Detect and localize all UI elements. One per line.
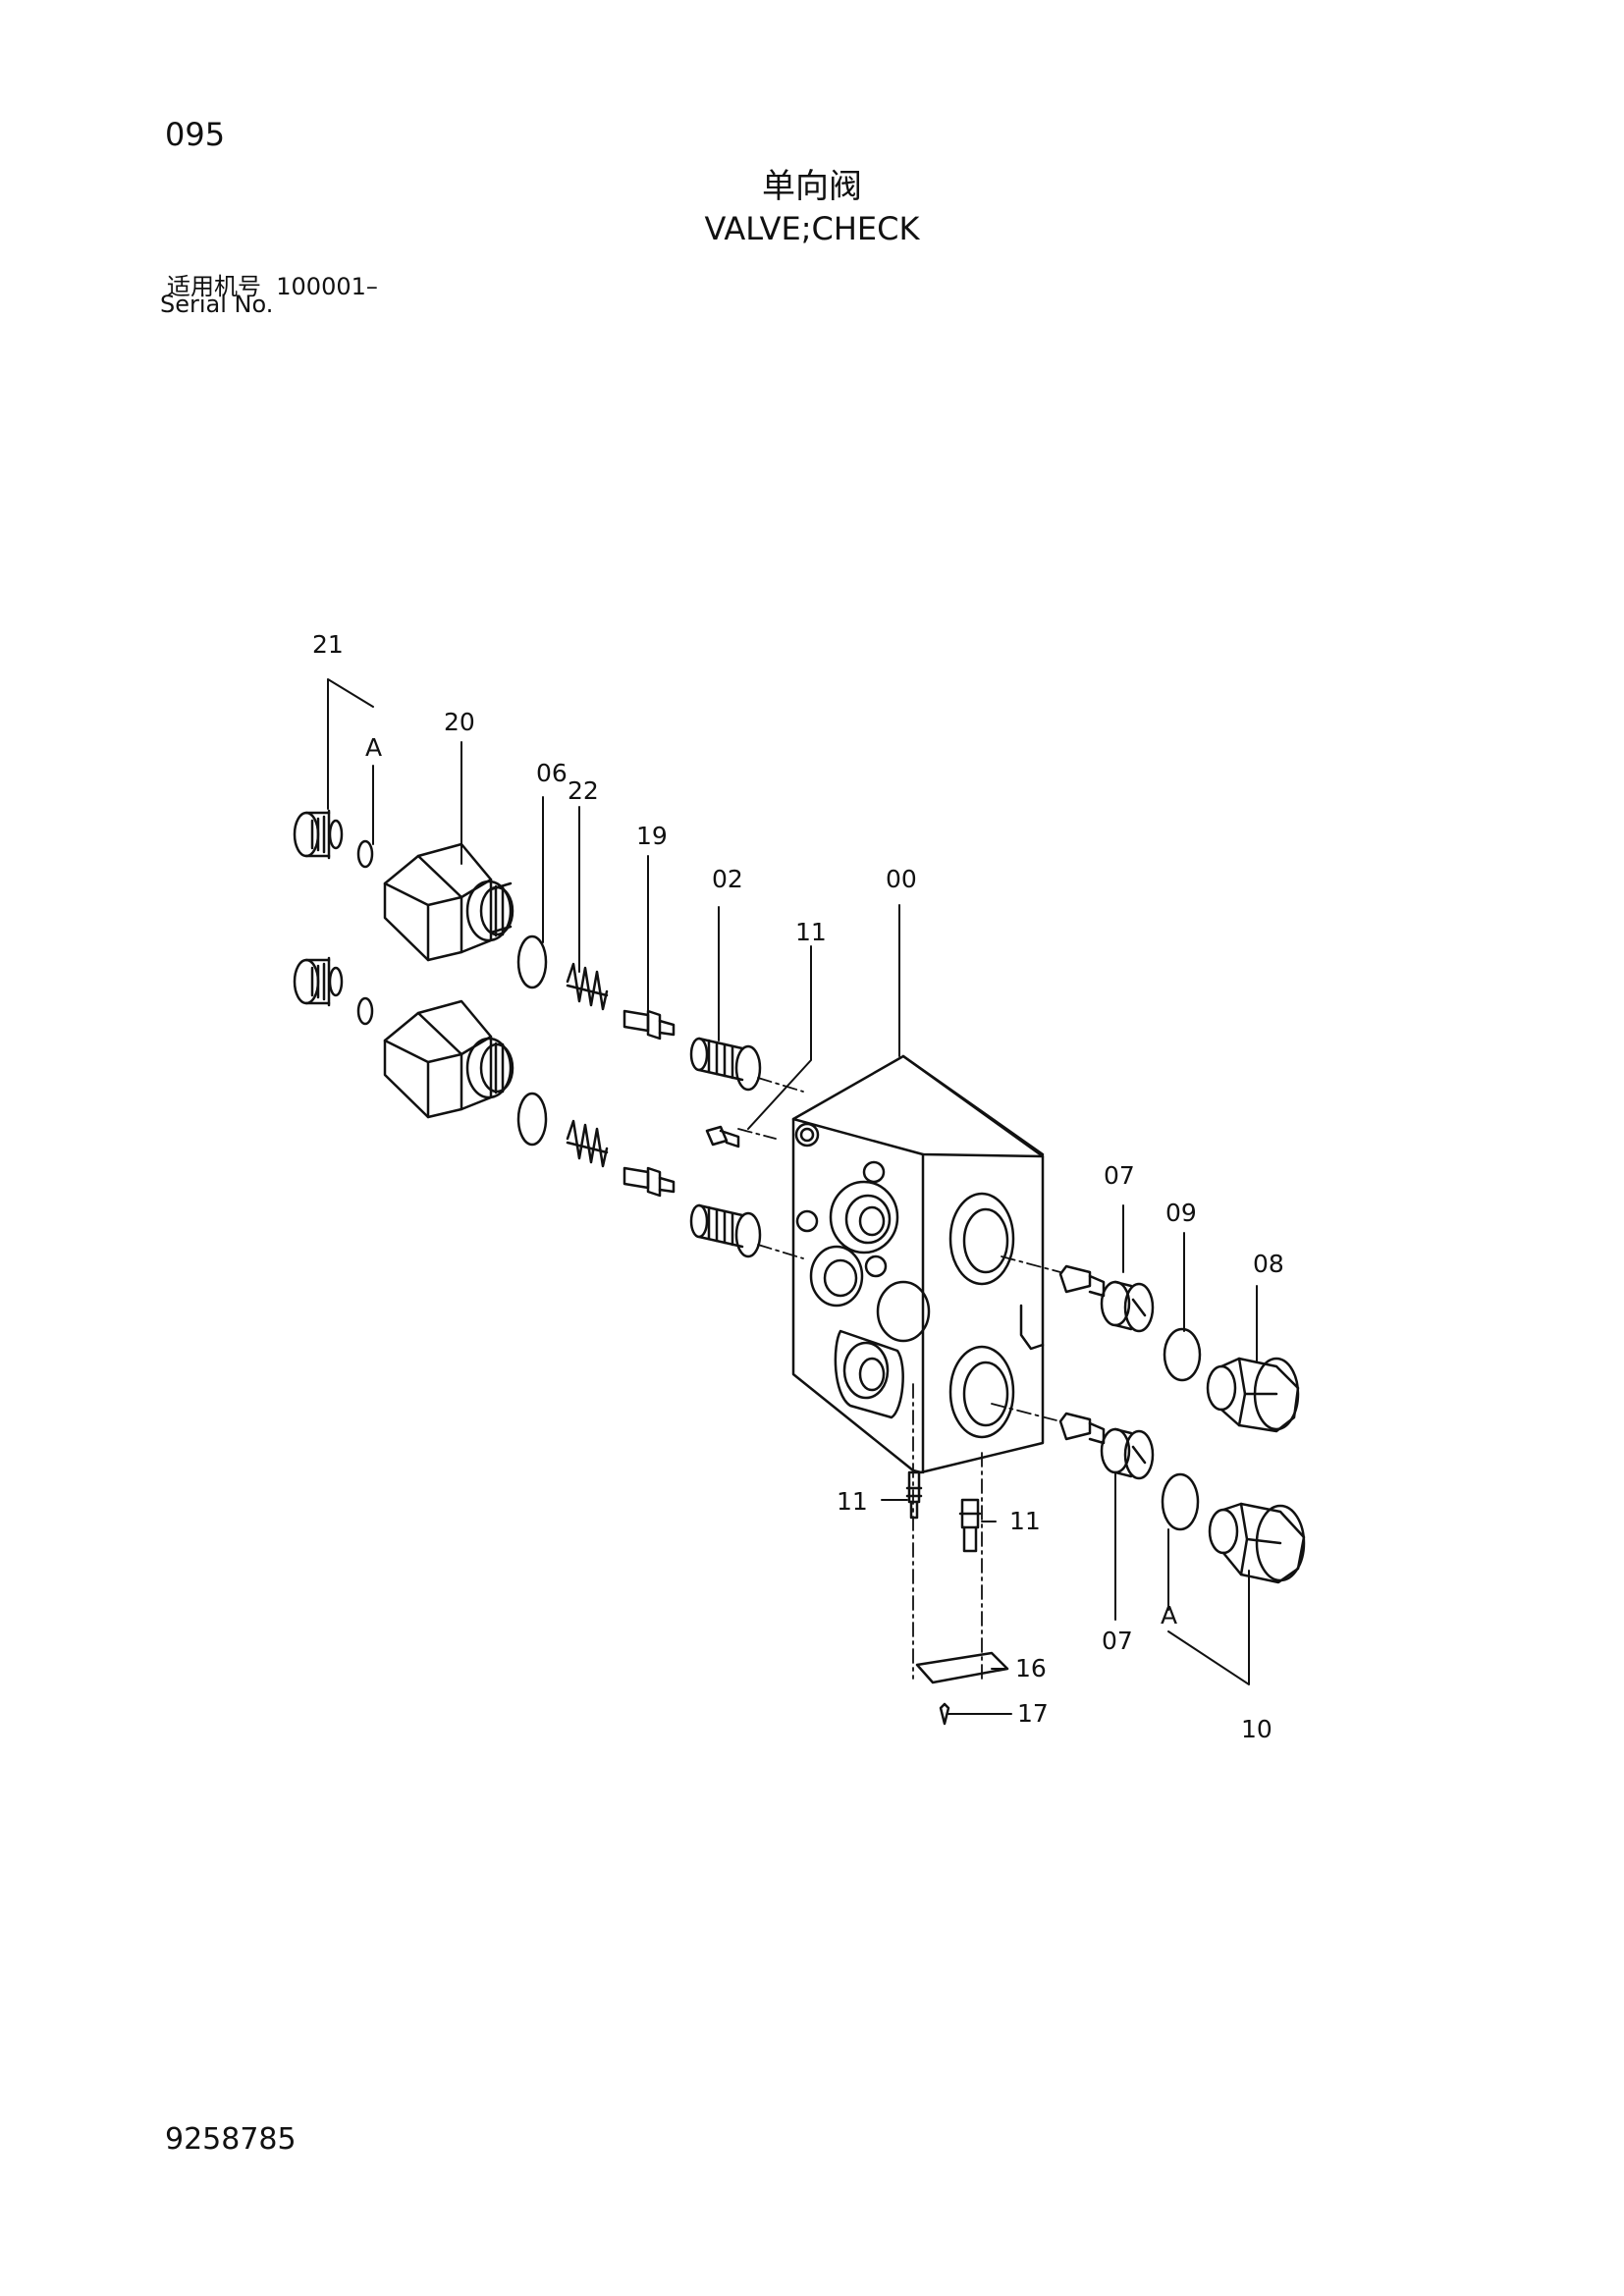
callout-11-left: 11 xyxy=(837,1487,868,1516)
callout-11-right: 11 xyxy=(1009,1507,1041,1535)
drawing-number: 9258785 xyxy=(165,2122,297,2157)
callout-17: 17 xyxy=(1017,1699,1049,1728)
page-number: 095 xyxy=(165,116,226,153)
part-20-adapter-bottom xyxy=(383,999,514,1119)
callout-a-bottom: A xyxy=(1161,1601,1177,1629)
title-english: VALVE;CHECK xyxy=(704,210,920,247)
callout-10: 10 xyxy=(1241,1715,1272,1743)
callout-16: 16 xyxy=(1015,1654,1047,1682)
o-ring-a-top xyxy=(356,839,374,869)
part-21-plug-top xyxy=(293,809,344,860)
callout-07-bottom: 07 xyxy=(1102,1627,1133,1655)
center-lines xyxy=(737,1077,1061,1680)
part-22-spring-top xyxy=(566,962,609,1011)
callout-07-top: 07 xyxy=(1104,1161,1135,1190)
callout-08: 08 xyxy=(1253,1250,1284,1278)
part-19-poppet-bottom xyxy=(623,1166,676,1198)
part-11-fitting-left xyxy=(905,1470,923,1520)
callout-00: 00 xyxy=(886,865,917,893)
part-21-plug-bottom xyxy=(293,956,344,1007)
part-07-piston-top xyxy=(1058,1264,1155,1333)
serial-label-cn: 适用机号 xyxy=(167,273,261,300)
o-ring-a-bottom xyxy=(356,996,374,1026)
part-22-spring-bottom xyxy=(566,1119,609,1168)
part-11-fitting-top xyxy=(705,1125,740,1148)
callout-02: 02 xyxy=(712,865,743,893)
callout-20: 20 xyxy=(444,708,475,736)
callout-a-top: A xyxy=(365,733,382,762)
part-19-poppet-top xyxy=(623,1009,676,1041)
part-08-plug xyxy=(1206,1357,1300,1433)
callout-09: 09 xyxy=(1165,1199,1197,1227)
leader-lines xyxy=(327,678,1258,1715)
part-20-adapter-top xyxy=(383,842,514,962)
o-ring-06-top xyxy=(516,934,548,989)
part-10-plug xyxy=(1208,1502,1306,1584)
o-ring-09 xyxy=(1163,1327,1202,1382)
part-02-sleeve-top xyxy=(689,1037,762,1092)
callout-06: 06 xyxy=(536,759,568,787)
part-17-screw xyxy=(939,1702,950,1726)
part-11-fitting-right xyxy=(958,1498,982,1553)
part-07-piston-bottom xyxy=(1058,1412,1155,1480)
part-02-sleeve-bottom xyxy=(689,1203,762,1258)
serial-range: 100001– xyxy=(276,273,378,300)
o-ring-a-right xyxy=(1161,1472,1200,1531)
title-chinese: 单向阀 xyxy=(762,167,862,206)
callout-22: 22 xyxy=(568,776,599,805)
part-00-valve-body xyxy=(791,1054,1045,1474)
callout-19: 19 xyxy=(636,822,668,850)
callout-11-top: 11 xyxy=(795,918,827,946)
serial-line: 适用机号 100001– xyxy=(167,267,378,301)
serial-label-en: Serial No. xyxy=(160,291,274,318)
callout-21: 21 xyxy=(312,630,344,659)
o-ring-06-bottom xyxy=(516,1092,548,1147)
